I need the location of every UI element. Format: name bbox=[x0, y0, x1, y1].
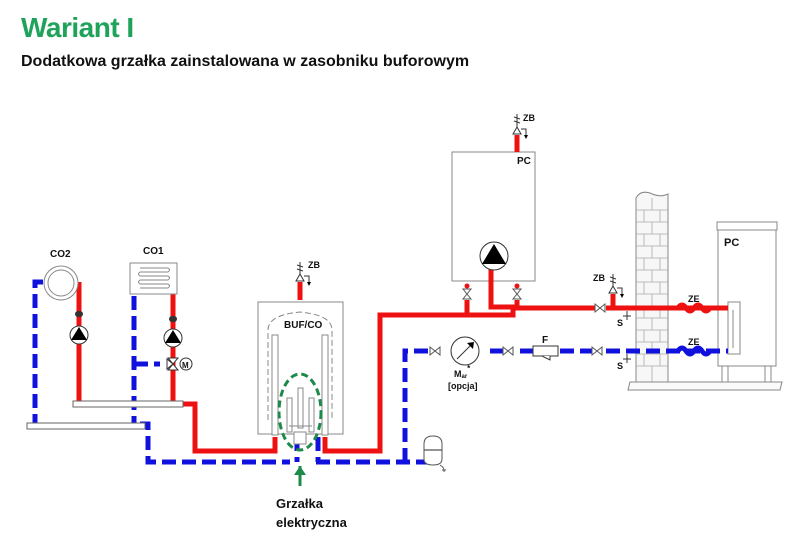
page-subtitle: Dodatkowa grzałka zainstalowana w zasobn… bbox=[21, 53, 470, 70]
outdoor-zb-label: ZB bbox=[593, 273, 605, 283]
meter-option-label: [opcja] bbox=[448, 381, 478, 391]
flex-hose-supply-icon: ZE bbox=[675, 294, 713, 314]
electric-heater-element bbox=[286, 387, 315, 445]
supply-valve-icon bbox=[594, 302, 606, 314]
ze-return-label: ZE bbox=[688, 337, 700, 347]
heater-caption-line1: Grzałka bbox=[276, 496, 323, 511]
return-valve-2-icon bbox=[502, 345, 514, 357]
boiler-valve-left-icon bbox=[461, 288, 473, 300]
outdoor-pc-label: PC bbox=[724, 237, 739, 249]
co2-label: CO2 bbox=[50, 249, 71, 260]
buffer-zb-label: ZB bbox=[308, 260, 320, 270]
mixing-valve-icon[interactable]: M bbox=[166, 357, 193, 371]
heater-highlight bbox=[277, 372, 323, 486]
co1-pump-icon[interactable] bbox=[163, 316, 183, 348]
co1-radiator[interactable]: CO1 bbox=[129, 246, 178, 295]
manifolds bbox=[26, 400, 184, 430]
heat-meter-icon[interactable]: Mar* [opcja] bbox=[448, 336, 480, 391]
mixer-motor-label: M bbox=[182, 361, 189, 370]
heater-caption: Grzałka elektryczna bbox=[276, 494, 347, 532]
s-return-label: S bbox=[617, 361, 623, 371]
buffer-safety-valve-icon[interactable]: ZB bbox=[295, 260, 320, 286]
page-title: Wariant I bbox=[21, 12, 134, 43]
boiler-pump-icon[interactable] bbox=[479, 241, 509, 271]
filter-icon[interactable]: F bbox=[532, 335, 559, 361]
co2-heater[interactable]: CO2 bbox=[43, 249, 79, 301]
buffer-tank[interactable]: BUF/CO bbox=[257, 301, 344, 445]
return-valve-3-icon bbox=[591, 345, 603, 357]
meter-label: Mar* bbox=[454, 364, 471, 380]
brick-wall bbox=[627, 191, 783, 391]
co2-pump-icon[interactable] bbox=[69, 311, 89, 345]
drain-supply-icon: S bbox=[617, 311, 631, 328]
boiler-zb-label: ZB bbox=[523, 113, 535, 123]
indoor-pc-label: PC bbox=[517, 156, 531, 167]
buffer-label: BUF/CO bbox=[284, 320, 323, 331]
co1-label: CO1 bbox=[143, 246, 164, 257]
return-valve-1-icon bbox=[429, 345, 441, 357]
outdoor-heat-pump[interactable]: PC bbox=[716, 221, 778, 382]
heater-caption-line2: elektryczna bbox=[276, 515, 347, 530]
boiler-safety-valve-icon[interactable]: ZB bbox=[512, 113, 535, 139]
expansion-vessel-icon[interactable] bbox=[423, 435, 446, 473]
ze-supply-label: ZE bbox=[688, 294, 700, 304]
s-supply-label: S bbox=[617, 318, 623, 328]
boiler-valve-right-icon bbox=[511, 288, 523, 300]
outdoor-safety-valve-icon[interactable]: ZB bbox=[593, 273, 624, 298]
filter-label: F bbox=[542, 335, 548, 346]
flex-hose-return-icon: ZE bbox=[675, 337, 713, 357]
drain-return-icon: S bbox=[617, 354, 631, 371]
